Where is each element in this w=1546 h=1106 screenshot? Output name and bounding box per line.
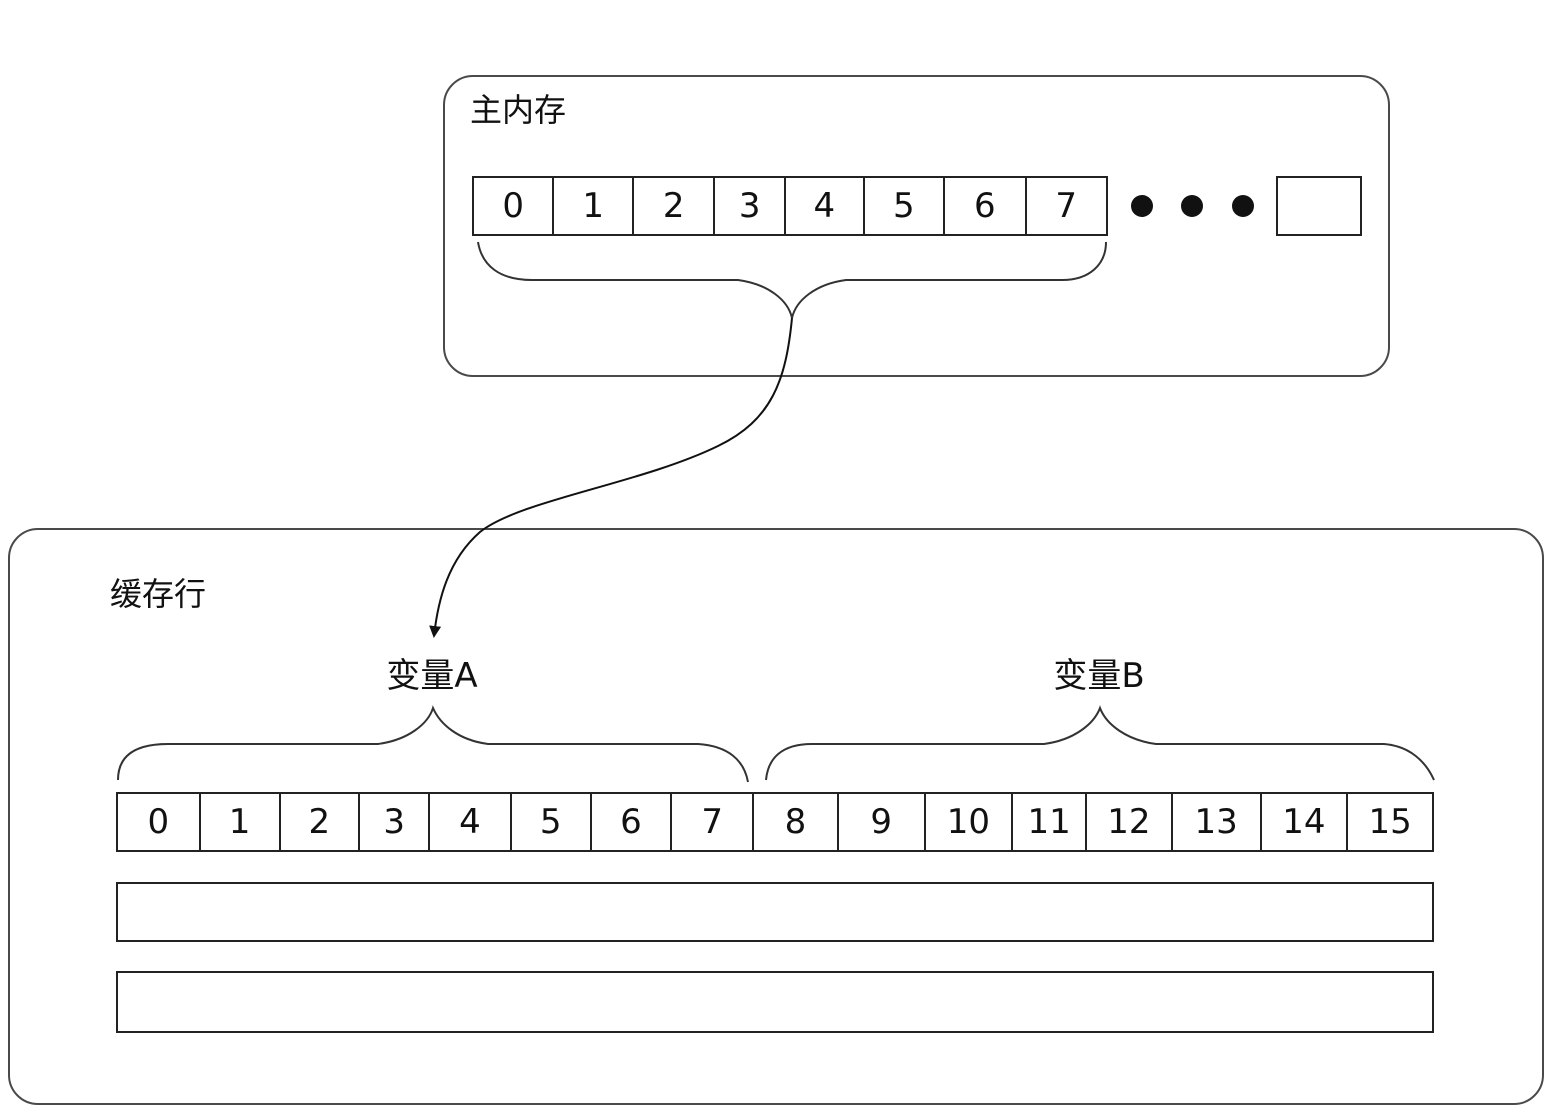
ellipsis-dot xyxy=(1181,195,1203,217)
cache-cell: 12 xyxy=(1087,794,1173,850)
variable-b-label: 变量B xyxy=(1053,656,1145,696)
ellipsis-dot xyxy=(1232,195,1254,217)
memory-cell: 1 xyxy=(554,178,634,234)
cache-cell: 3 xyxy=(360,794,431,850)
cache-line-box xyxy=(8,528,1544,1105)
main-memory-box xyxy=(443,75,1390,377)
cache-line-empty-row xyxy=(116,971,1434,1033)
memory-cell: 7 xyxy=(1055,186,1078,226)
variable-a-label: 变量A xyxy=(386,656,478,696)
load-arrow xyxy=(429,317,793,638)
memory-cell: 5 xyxy=(865,178,946,234)
cache-cell: 9 xyxy=(839,794,926,850)
ellipsis-dot xyxy=(1131,195,1153,217)
memory-cell: 3 xyxy=(715,178,787,234)
cache-line-empty-row xyxy=(116,882,1434,942)
cache-cell: 4 xyxy=(430,794,512,850)
cache-cell: 13 xyxy=(1173,794,1262,850)
cache-cell: 6 xyxy=(592,794,673,850)
cache-cell: 0 xyxy=(118,794,201,850)
variable-a-brace xyxy=(117,705,749,783)
cache-line-cells: 0 1 2 3 4 5 6 7 8 9 10 11 12 13 14 15 xyxy=(116,792,1434,852)
variable-b-brace xyxy=(765,705,1435,781)
cache-cell: 10 xyxy=(926,794,1014,850)
main-memory-brace xyxy=(477,241,1107,319)
cache-cell: 7 xyxy=(672,794,755,850)
memory-cell: 2 xyxy=(634,178,716,234)
cache-cell: 15 xyxy=(1368,802,1412,842)
memory-cell: 0 xyxy=(474,178,555,234)
cache-cell: 2 xyxy=(281,794,361,850)
memory-cell-last xyxy=(1276,176,1362,236)
cache-line-title: 缓存行 xyxy=(110,575,207,613)
memory-cell: 6 xyxy=(945,178,1027,234)
main-memory-cells: 0 1 2 3 4 5 6 7 xyxy=(472,176,1108,236)
cache-cell: 11 xyxy=(1013,794,1088,850)
cache-cell: 1 xyxy=(201,794,281,850)
cache-cell: 5 xyxy=(512,794,592,850)
cache-cell: 14 xyxy=(1262,794,1349,850)
memory-cell: 4 xyxy=(786,178,865,234)
cache-cell: 8 xyxy=(754,794,839,850)
main-memory-title: 主内存 xyxy=(470,91,567,129)
